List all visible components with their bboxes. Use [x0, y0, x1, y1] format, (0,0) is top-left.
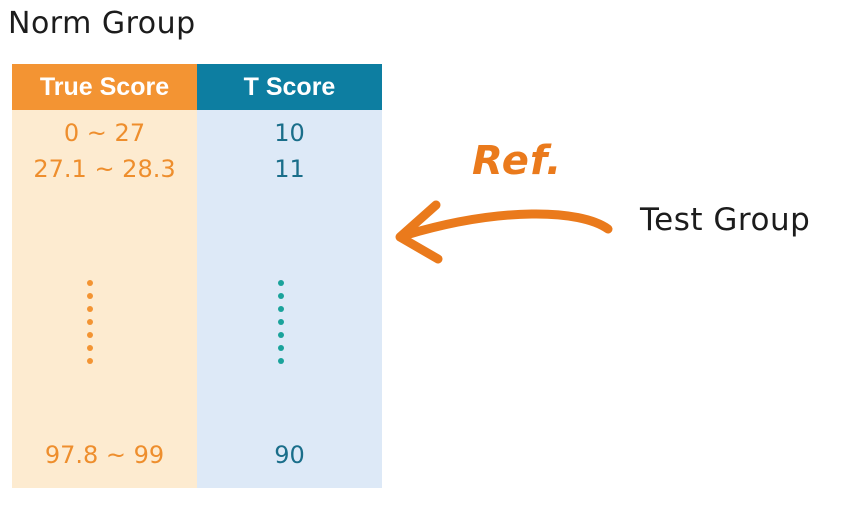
ellipsis-dot [87, 293, 93, 299]
ellipsis-dot [278, 306, 284, 312]
arrow-shaft [401, 209, 613, 240]
ellipsis-dot [278, 358, 284, 364]
t-score-cell: 90 [274, 441, 305, 469]
true-score-cell: 0 ~ 27 [63, 119, 146, 147]
ellipsis-dot [87, 332, 93, 338]
ellipsis-dot [87, 306, 93, 312]
true-score-ellipsis [87, 280, 93, 366]
ellipsis-dot [87, 358, 93, 364]
test-group-title: Test Group [640, 202, 811, 238]
score-table: True Score 0 ~ 27 27.1 ~ 28.3 97.8 ~ 99 … [12, 64, 382, 488]
ellipsis-dot [278, 280, 284, 286]
ellipsis-dot [278, 332, 284, 338]
t-score-ellipsis [278, 280, 284, 366]
curved-arrow-left-icon [395, 200, 613, 264]
true-score-header: True Score [12, 64, 197, 110]
ellipsis-dot [87, 345, 93, 351]
true-score-column: True Score 0 ~ 27 27.1 ~ 28.3 97.8 ~ 99 [12, 64, 197, 488]
true-score-cell: 97.8 ~ 99 [44, 441, 165, 469]
norm-group-title: Norm Group [8, 6, 196, 41]
t-score-header: T Score [197, 64, 382, 110]
arrow-head [395, 200, 443, 264]
ellipsis-dot [87, 280, 93, 286]
t-score-column: T Score 10 11 90 [197, 64, 382, 488]
t-score-cell: 11 [274, 155, 305, 183]
ref-label: Ref. [472, 138, 563, 184]
ellipsis-dot [278, 345, 284, 351]
ellipsis-dot [87, 319, 93, 325]
ellipsis-dot [278, 319, 284, 325]
true-score-cell: 27.1 ~ 28.3 [33, 155, 176, 183]
ellipsis-dot [278, 293, 284, 299]
t-score-cell: 10 [274, 119, 305, 147]
